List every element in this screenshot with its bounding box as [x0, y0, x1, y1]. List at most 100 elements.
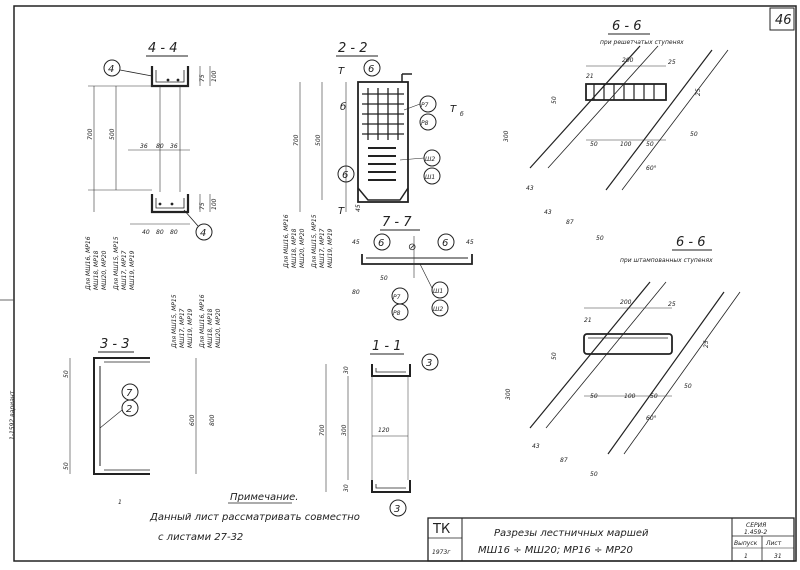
svg-text:Ш1: Ш1	[425, 174, 435, 181]
sheet-title-line-2: МШ16 ÷ МШ20; МР16 ÷ МР20	[478, 545, 633, 556]
svg-text:50: 50	[590, 393, 598, 400]
svg-text:МШ20, МР20: МШ20, МР20	[101, 250, 108, 290]
svg-text:25: 25	[668, 301, 676, 308]
svg-text:25: 25	[703, 340, 710, 348]
section-1-1: 1 - 1 3 120 3 700 300 30 30	[319, 339, 439, 517]
svg-text:87: 87	[566, 219, 574, 226]
svg-text:⊘: ⊘	[408, 242, 416, 253]
sheet-value: 31	[774, 553, 782, 560]
sheet-frame	[13, 5, 797, 562]
svg-text:200: 200	[620, 299, 632, 306]
svg-text:Ш2: Ш2	[425, 156, 435, 163]
svg-text:21: 21	[586, 73, 594, 80]
svg-text:3: 3	[426, 358, 432, 369]
svg-text:МШ19, МР19: МШ19, МР19	[327, 228, 334, 268]
issue-value: 1	[744, 553, 748, 560]
svg-text:500: 500	[315, 134, 322, 146]
svg-text:МШ18, МР18: МШ18, МР18	[207, 308, 214, 348]
svg-text:Ш1: Ш1	[433, 288, 443, 295]
series-label: СЕРИЯ	[746, 522, 766, 529]
section-6-6-stamped: 6 - 6 при штампованных ступенях 200 25 2…	[505, 235, 741, 478]
svg-text:45: 45	[466, 239, 474, 246]
svg-text:500: 500	[109, 128, 116, 140]
section-6-6-top-title: 6 - 6	[612, 19, 642, 34]
section-7-7: 7 - 7 6 6 ⊘ 45 80 50 45 Р7 Р8 Ш1 Ш2	[352, 215, 474, 321]
svg-text:Р8: Р8	[393, 310, 401, 317]
svg-text:80: 80	[170, 229, 178, 236]
svg-text:45: 45	[355, 204, 362, 212]
svg-text:Для МШ15, МР15: Для МШ15, МР15	[311, 214, 318, 269]
svg-text:200: 200	[622, 57, 634, 64]
svg-text:2: 2	[126, 404, 132, 415]
svg-text:МШ20, МР20: МШ20, МР20	[215, 308, 222, 348]
svg-text:6: 6	[368, 64, 374, 75]
marker-4-bottom	[195, 223, 213, 241]
svg-text:75: 75	[199, 202, 206, 210]
svg-text:60°: 60°	[646, 415, 657, 422]
svg-text:Для МШ15, МР15: Для МШ15, МР15	[171, 294, 178, 349]
note-block: Примечание. Данный лист рассматривать со…	[118, 492, 360, 543]
svg-text:60°: 60°	[646, 165, 657, 172]
svg-text:МШ17, МР17: МШ17, МР17	[319, 228, 326, 268]
svg-text:6: 6	[342, 170, 348, 181]
svg-text:80: 80	[352, 289, 360, 296]
title-block: ТК 1973г Разрезы лестничных маршей МШ16 …	[427, 517, 795, 562]
sheet-title-line-1: Разрезы лестничных маршей	[494, 528, 649, 539]
section-4-4-title: 4 - 4	[148, 41, 178, 56]
svg-text:Для МШ16, МР16: Для МШ16, МР16	[283, 214, 290, 269]
svg-text:Т: Т	[450, 104, 457, 115]
side-text: 1-1592 вариант	[9, 390, 16, 440]
year: 1973г	[432, 549, 451, 556]
svg-text:600: 600	[189, 414, 196, 426]
svg-text:100: 100	[620, 141, 632, 148]
svg-text:Р7: Р7	[393, 294, 401, 301]
svg-text:МШ19, МР19: МШ19, МР19	[129, 250, 136, 290]
subtitle-lattice: при решетчатых ступенях	[600, 39, 684, 46]
svg-text:МШ17, МР17: МШ17, МР17	[121, 250, 128, 290]
section-6-6-bottom-title: 6 - 6	[676, 235, 706, 250]
sheet-label: Лист	[765, 540, 782, 547]
svg-text:Р7: Р7	[421, 102, 429, 109]
section-4-4: 4 - 4 4 36 80 36 4 40 80 80 700 500	[85, 41, 218, 291]
subtitle-stamped: при штампованных ступенях	[620, 257, 713, 264]
svg-text:300: 300	[503, 130, 510, 142]
svg-text:300: 300	[505, 388, 512, 400]
org-code: ТК	[432, 522, 450, 537]
svg-text:МШ17, МР17: МШ17, МР17	[179, 308, 186, 348]
svg-text:120: 120	[378, 427, 390, 434]
svg-text:45: 45	[352, 239, 360, 246]
svg-text:Для МШ16, МР16: Для МШ16, МР16	[85, 236, 92, 291]
page-number-box	[769, 7, 795, 31]
section-2-2: 2 - 2 6 Т б Т б Т Р7 Р8	[283, 41, 464, 269]
svg-text:6: 6	[442, 238, 448, 249]
svg-text:Для МШ16, МР16: Для МШ16, МР16	[199, 294, 206, 349]
svg-text:700: 700	[319, 424, 326, 436]
svg-text:50: 50	[63, 462, 70, 470]
section-1-1-title: 1 - 1	[372, 339, 402, 354]
svg-text:43: 43	[526, 185, 534, 192]
svg-text:50: 50	[596, 235, 604, 242]
page-number: 46	[775, 13, 792, 28]
svg-text:40: 40	[142, 229, 150, 236]
svg-text:100: 100	[211, 198, 218, 210]
svg-text:700: 700	[293, 134, 300, 146]
svg-text:30: 30	[343, 366, 350, 374]
note-line-2: с листами 27-32	[158, 532, 243, 543]
svg-text:50: 50	[690, 131, 698, 138]
svg-text:МШ19, МР19: МШ19, МР19	[187, 308, 194, 348]
svg-text:87: 87	[560, 457, 568, 464]
svg-text:50: 50	[380, 275, 388, 282]
svg-text:Т: Т	[338, 206, 345, 217]
note-line-1: Данный лист рассматривать совместно	[149, 512, 360, 523]
svg-text:6: 6	[378, 238, 384, 249]
svg-text:21: 21	[584, 317, 592, 324]
section-3-3-title: 3 - 3	[100, 337, 130, 352]
svg-text:50: 50	[551, 96, 558, 104]
svg-text:50: 50	[684, 383, 692, 390]
svg-text:Ш2: Ш2	[433, 306, 443, 313]
svg-text:б: б	[460, 111, 464, 118]
svg-text:МШ18, МР18: МШ18, МР18	[291, 228, 298, 268]
svg-text:80: 80	[156, 229, 164, 236]
